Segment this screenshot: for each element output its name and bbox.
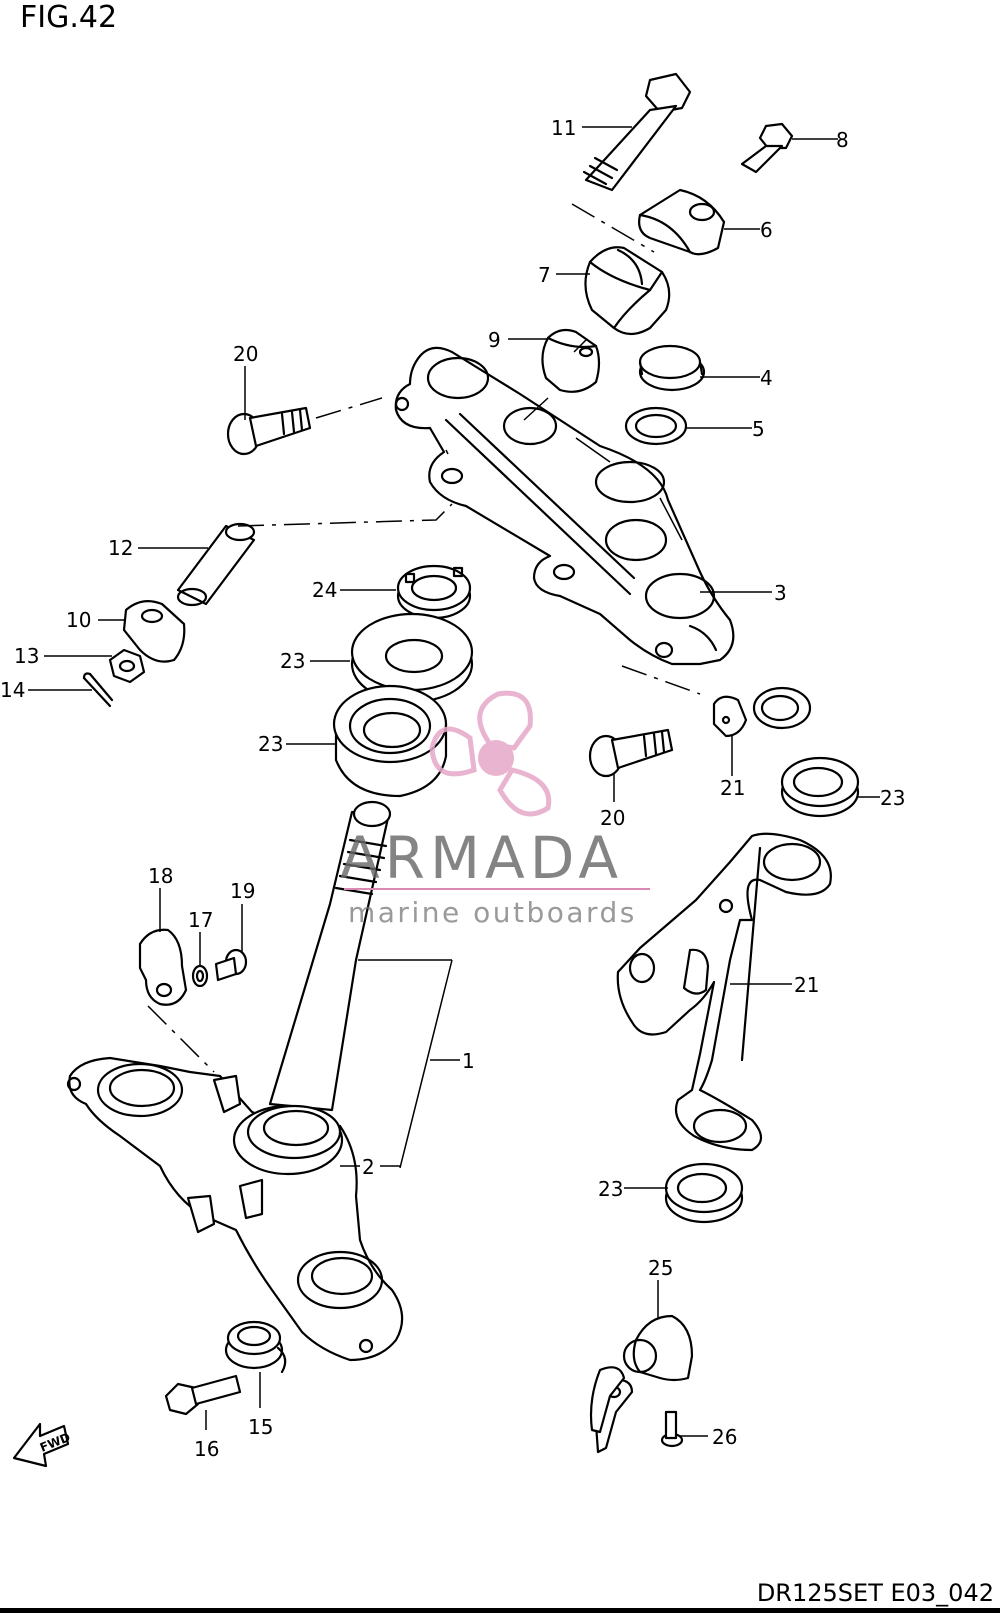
callout-20-upper: 20 [233,342,258,366]
callout-9: 9 [488,328,501,352]
drawing-code: DR125SET E03_042 [756,1579,994,1607]
callout-2: 2 [362,1155,375,1179]
part-13-nut [108,648,146,684]
part-27-ignition-switch [589,1314,694,1454]
part-8-bolt [740,122,794,174]
part-16-bolt [164,1374,242,1416]
callout-7: 7 [538,263,551,287]
callout-27: 25 [648,1256,673,1280]
callout-3: 3 [774,581,787,605]
part-10-cushion [122,599,186,663]
callout-1: 1 [462,1049,475,1073]
part-18-clamp [138,928,188,1006]
part-6-holder-upper [638,188,726,256]
callout-17: 17 [188,908,213,932]
callout-21: 21 [720,776,745,800]
callout-23-lower: 23 [598,1177,623,1201]
callout-23-upper: 23 [880,786,905,810]
part-12-tube [176,522,256,607]
part-9-cushion [541,328,601,393]
callout-4: 4 [760,366,773,390]
part-28-screw [660,1410,684,1448]
part-19-screw [214,948,248,982]
callout-5: 5 [752,417,765,441]
callout-28: 26 [712,1425,737,1449]
callout-26: 24 [312,578,337,602]
callout-10: 10 [66,608,91,632]
part-24-bearing [332,684,448,798]
bottom-border [0,1608,1000,1613]
callout-24: 23 [258,732,283,756]
part-3-upper-bracket [394,346,735,666]
assembly-lines [147,203,701,1073]
callout-22: 21 [794,973,819,997]
part-23-grommet-lower [664,1162,744,1224]
part-25-dust-seal [350,612,474,704]
part-1-steering-stem [66,800,404,1362]
figure-title: FIG.42 [20,0,118,35]
part-4-cap [638,344,706,392]
callout-16: 16 [194,1437,219,1461]
part-5-washer [624,406,688,446]
fwd-arrow-icon: FWD [12,1422,72,1468]
callout-15: 15 [248,1415,273,1439]
part-21-cable-guide [712,686,812,738]
part-23-grommet-upper [780,756,860,818]
callout-6: 6 [760,218,773,242]
callout-13: 13 [14,644,39,668]
callout-18: 18 [148,864,173,888]
callout-8: 8 [836,128,849,152]
callout-25: 23 [280,649,305,673]
leader-lines [28,126,880,1437]
part-20-bolt-center [588,728,674,778]
watermark-brand: ARMADA [340,824,624,892]
callout-19: 19 [230,879,255,903]
part-17-washer [191,964,209,988]
part-14-cotter-pin [82,672,114,708]
callout-12: 12 [108,536,133,560]
callout-numbers: 11 8 6 7 9 4 5 3 20 12 24 10 13 14 23 23… [0,116,905,1461]
propeller-logo-icon [429,690,552,817]
part-20-bolt-upper [226,406,312,456]
part-11-bolt [582,72,692,192]
watermark-divider [344,888,650,890]
callout-20-center: 20 [600,806,625,830]
part-7-holder-lower [584,246,671,336]
callout-11: 11 [551,116,576,140]
part-15-guide [224,1320,287,1374]
part-22-bracket [616,832,832,1152]
part-26-lock-nut [396,564,472,620]
callout-14: 14 [0,678,25,702]
watermark-tagline: marine outboards [348,896,637,929]
